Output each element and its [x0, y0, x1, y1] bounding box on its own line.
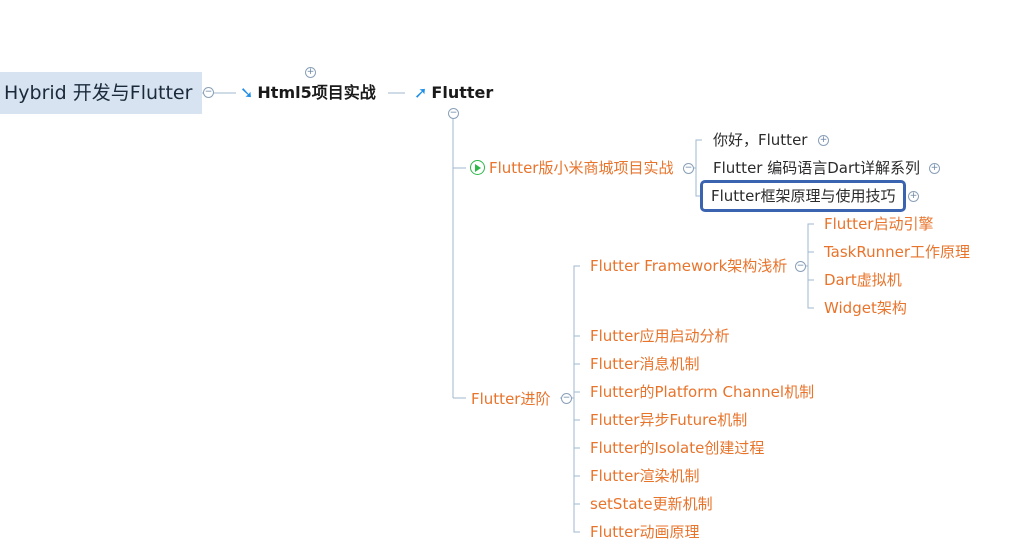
expand-toggle[interactable]: +	[305, 67, 316, 78]
topic-mall-project[interactable]: Flutter版小米商城项目实战	[470, 158, 673, 178]
topic-dart-series[interactable]: Flutter 编码语言Dart详解系列	[713, 159, 921, 177]
topic-hello-flutter[interactable]: 你好，Flutter	[713, 131, 808, 149]
arrow-up-right-icon: ➚	[414, 83, 428, 102]
topic-html5-label: Html5项目实战	[257, 83, 376, 102]
topic-animation[interactable]: Flutter动画原理	[590, 523, 700, 541]
topic-framework-tips-selected[interactable]: Flutter框架原理与使用技巧	[700, 180, 907, 212]
topic-setstate[interactable]: setState更新机制	[590, 495, 713, 513]
topic-render[interactable]: Flutter渲染机制	[590, 467, 700, 485]
topic-message[interactable]: Flutter消息机制	[590, 355, 700, 373]
expand-toggle[interactable]: +	[929, 163, 940, 174]
topic-app-launch[interactable]: Flutter应用启动分析	[590, 327, 730, 345]
collapse-toggle[interactable]: −	[448, 108, 459, 119]
topic-isolate[interactable]: Flutter的Isolate创建过程	[590, 439, 765, 457]
collapse-toggle[interactable]: −	[795, 261, 806, 272]
topic-advanced[interactable]: Flutter进阶	[471, 390, 551, 408]
topic-platform-channel[interactable]: Flutter的Platform Channel机制	[590, 383, 815, 401]
topic-mall-label: Flutter版小米商城项目实战	[489, 159, 674, 177]
topic-dart-vm[interactable]: Dart虚拟机	[824, 271, 902, 289]
collapse-toggle[interactable]: −	[203, 87, 214, 98]
topic-flutter[interactable]: ➚Flutter	[414, 82, 493, 104]
expand-toggle[interactable]: +	[908, 191, 919, 202]
collapse-toggle[interactable]: −	[561, 393, 572, 404]
topic-future[interactable]: Flutter异步Future机制	[590, 411, 748, 429]
topic-framework-tips-label: Flutter框架原理与使用技巧	[711, 187, 896, 205]
topic-framework[interactable]: Flutter Framework架构浅析	[590, 257, 788, 275]
topic-html5[interactable]: ➘Html5项目实战	[240, 82, 376, 104]
topic-widget[interactable]: Widget架构	[824, 299, 907, 317]
topic-taskrunner[interactable]: TaskRunner工作原理	[824, 243, 971, 261]
arrow-down-right-icon: ➘	[240, 83, 254, 102]
root-topic[interactable]: Hybrid 开发与Flutter	[0, 72, 202, 114]
topic-flutter-label: Flutter	[431, 83, 494, 102]
play-circle-icon	[470, 160, 485, 175]
topic-engine[interactable]: Flutter启动引擎	[824, 215, 934, 233]
collapse-toggle[interactable]: −	[683, 163, 694, 174]
expand-toggle[interactable]: +	[818, 135, 829, 146]
